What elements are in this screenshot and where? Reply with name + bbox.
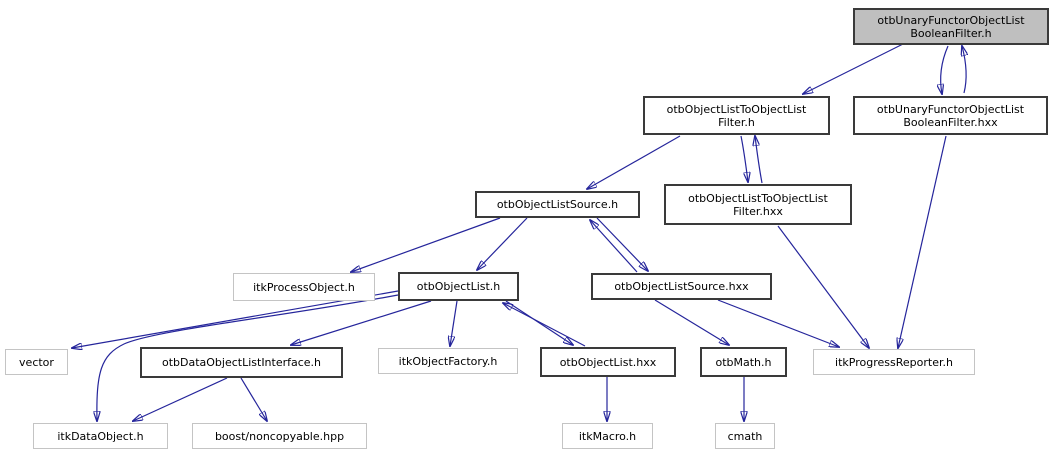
node-ols-hxx[interactable]: otbObjectListSource.hxx xyxy=(591,273,772,300)
node-oltol-hxx[interactable]: otbObjectListToObjectList Filter.hxx xyxy=(664,184,852,225)
edge-oltol-h-to-oltol-hxx xyxy=(740,135,748,182)
edge-interface-to-boost xyxy=(240,377,267,421)
node-vector: vector xyxy=(5,349,68,375)
node-oltol-h[interactable]: otbObjectListToObjectList Filter.h xyxy=(643,96,830,135)
node-cmath: cmath xyxy=(715,423,775,449)
node-ols-h[interactable]: otbObjectListSource.h xyxy=(475,191,640,218)
node-boost: boost/noncopyable.hpp xyxy=(192,423,367,449)
edge-ols-h-to-ols-hxx xyxy=(596,217,648,271)
edge-ols-h-to-objlist-h xyxy=(477,217,528,270)
edge-ols-hxx-to-itkprogress xyxy=(717,299,839,347)
node-uf-h[interactable]: otbUnaryFunctorObjectList BooleanFilter.… xyxy=(853,8,1049,45)
node-itkmacro: itkMacro.h xyxy=(562,423,653,449)
node-uf-hxx[interactable]: otbUnaryFunctorObjectList BooleanFilter.… xyxy=(853,96,1048,135)
node-itkprocess: itkProcessObject.h xyxy=(233,273,375,301)
edge-ols-hxx-to-otbmath xyxy=(654,299,729,345)
edge-oltol-hxx-to-itkprogress xyxy=(777,225,869,348)
edge-uf-h-to-uf-hxx xyxy=(941,45,949,94)
edge-uf-h-to-oltol-h xyxy=(803,43,904,94)
edge-oltol-hxx-to-oltol-h xyxy=(755,136,763,184)
edge-uf-hxx-to-uf-h xyxy=(962,46,966,94)
edge-objlist-h-to-objlist-hxx xyxy=(505,300,573,345)
edge-uf-hxx-to-itkprogress xyxy=(898,135,947,348)
node-otbmath[interactable]: otbMath.h xyxy=(700,347,787,377)
node-objlist-h[interactable]: otbObjectList.h xyxy=(398,272,519,301)
node-interface[interactable]: otbDataObjectListInterface.h xyxy=(140,347,343,378)
node-itkprogress: itkProgressReporter.h xyxy=(813,349,975,375)
edge-objlist-h-to-itkdataobject xyxy=(97,294,399,421)
edge-oltol-h-to-ols-h xyxy=(587,135,681,189)
edge-objlist-hxx-to-objlist-h xyxy=(503,303,586,347)
edge-objlist-h-to-interface xyxy=(291,300,432,345)
edge-ols-hxx-to-ols-h xyxy=(590,220,638,273)
edge-ols-h-to-itkprocess xyxy=(351,217,501,272)
edge-objlist-h-to-itkfactory xyxy=(450,300,458,346)
node-itkdataobject: itkDataObject.h xyxy=(33,423,168,449)
node-itkfactory: itkObjectFactory.h xyxy=(378,348,518,374)
node-objlist-hxx[interactable]: otbObjectList.hxx xyxy=(540,347,676,377)
edge-interface-to-itkdataobject xyxy=(133,377,228,421)
